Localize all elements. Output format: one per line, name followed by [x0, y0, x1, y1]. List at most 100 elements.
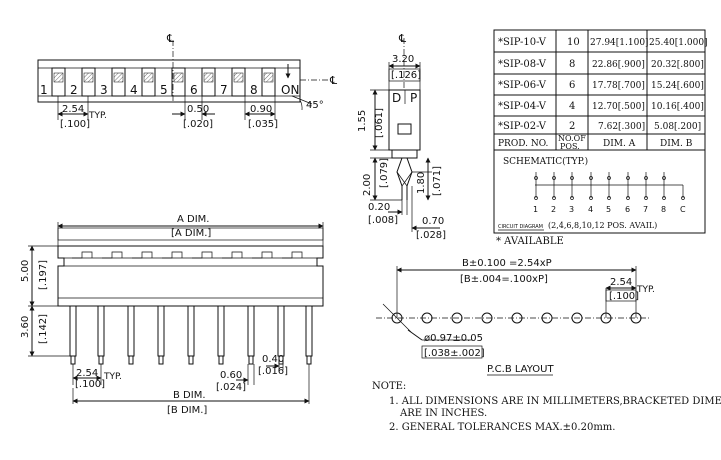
- available-note: * AVAILABLE: [496, 236, 564, 247]
- table-row-3-b: 10.16[.400]: [651, 102, 704, 112]
- slot-width-dim-in: [.020]: [183, 119, 213, 130]
- body-height-dim: 5.00: [20, 260, 31, 282]
- table-row-4-pos: 2: [569, 121, 575, 132]
- note-1-line-1: 1. ALL DIMENSIONS ARE IN MILLIMETERS,BRA…: [389, 396, 721, 407]
- side-thickness-1: 0.20: [368, 202, 390, 213]
- table-row-0-b: 25.40[1.000]: [649, 38, 708, 48]
- top-pitch-suffix: TYP.: [88, 111, 107, 121]
- schematic-title: SCHEMATIC(TYP.): [503, 156, 588, 167]
- b-dim-label-in: [B DIM.]: [167, 405, 207, 416]
- side-centerline-label: ℄: [398, 32, 406, 45]
- switch-number-6: 6: [190, 83, 198, 97]
- pcb-title: P.C.B LAYOUT: [487, 364, 554, 375]
- table-row-2-model: *SIP-06-V: [498, 80, 547, 91]
- side-thickness-2-in: [.028]: [416, 230, 446, 241]
- side-p-label: P: [410, 91, 417, 105]
- on-label: ON: [281, 83, 299, 97]
- front-pitch-dim: 2.54: [76, 368, 98, 379]
- pcb-pitch-dim: 2.54: [610, 277, 632, 288]
- slot-width-dim: 0.50: [187, 104, 209, 115]
- table-row-1-model: *SIP-08-V: [498, 59, 547, 70]
- pcb-hole-dim: ø0.97±0.05: [424, 333, 483, 344]
- table-row-3-a: 12.70[.500]: [592, 102, 645, 112]
- schematic-switches: [534, 172, 685, 200]
- pcb-hole-dim-in: [.038±.002]: [424, 348, 485, 359]
- switch-number-1: 1: [40, 83, 48, 97]
- a-dim-label-in: [A DIM.]: [171, 228, 211, 239]
- pcb-pitch-suffix: TYP.: [636, 285, 655, 295]
- table-row-1-b: 20.32[.800]: [651, 60, 704, 70]
- schematic-pin-4: 4: [588, 205, 593, 214]
- top-pitch-dim: 2.54: [62, 104, 84, 115]
- schematic-pin-3: 3: [569, 205, 574, 214]
- body-height-dim-in: [.197]: [38, 260, 49, 290]
- table-header-dim-a: DIM. A: [603, 139, 636, 149]
- circuit-note: (2,4,6,8,10,12 POS. AVAIL): [548, 221, 657, 230]
- switch-number-2: 2: [70, 83, 78, 97]
- table-row-2-b: 15.24[.600]: [651, 81, 704, 91]
- schematic-pin-8: 8: [661, 205, 666, 214]
- switch-number-4: 4: [130, 83, 138, 97]
- a-dim-label: A DIM.: [177, 214, 209, 225]
- front-view: A DIM. [A DIM.] 5.00 [.197] 3.60 [.142]: [20, 214, 324, 416]
- pcb-layout: B±0.100 =2.54xP [B±.004=.100xP] 2.54 TYP…: [376, 258, 655, 376]
- note-1-line-2: ARE IN INCHES.: [399, 408, 487, 419]
- b-dim-label: B DIM.: [173, 390, 206, 401]
- notes-heading: NOTE:: [372, 381, 406, 392]
- switch-slots: [51, 67, 276, 97]
- side-thickness-1-in: [.008]: [368, 215, 398, 226]
- pcb-b-formula-in: [B±.004=.100xP]: [460, 274, 548, 285]
- table-row-3-model: *SIP-04-V: [498, 101, 547, 112]
- note-2: 2. GENERAL TOLERANCES MAX.±0.20mm.: [389, 422, 615, 433]
- side-thickness-2: 0.70: [422, 216, 444, 227]
- table-row-3-pos: 4: [569, 101, 575, 112]
- side-height-1-in: [.061]: [374, 108, 385, 138]
- schematic-pin-7: 7: [643, 205, 648, 214]
- schematic-pin-6: 6: [625, 205, 630, 214]
- slot-length-dim: 0.90: [250, 104, 272, 115]
- table-row-4-a: 7.62[.300]: [598, 122, 645, 132]
- pin-thickness-dim-in: [.016]: [258, 366, 288, 377]
- schematic-pin-c: C: [680, 205, 686, 214]
- pcb-pitch-dim-in: [.100]: [609, 291, 639, 302]
- table-row-2-pos: 6: [569, 80, 575, 91]
- table-row-2-a: 17.78[.700]: [592, 81, 645, 91]
- switch-number-5: 5: [160, 83, 168, 97]
- table-row-4-model: *SIP-02-V: [498, 121, 547, 132]
- pin-thickness-dim: 0.40: [262, 354, 284, 365]
- circuit-diagram-label: CIRCUIT DIAGRAM: [498, 224, 543, 230]
- slot-length-dim-in: [.035]: [248, 119, 278, 130]
- top-view: ℄ 1 2 3 4 5 6 7 8 ON ℄ 45° 2.: [37, 32, 337, 130]
- switch-number-3: 3: [100, 83, 108, 97]
- front-pitch-dim-in: [.100]: [75, 379, 105, 390]
- switch-number-8: 8: [250, 83, 258, 97]
- pin-height-dim: 3.60: [20, 316, 31, 338]
- table-row-0-model: *SIP-10-V: [498, 37, 547, 48]
- pin-height-dim-in: [.142]: [38, 314, 49, 344]
- switch-number-7: 7: [220, 83, 228, 97]
- table-header-pos-1: NO.OF: [558, 134, 586, 143]
- pin-width-dim-in: [.024]: [216, 382, 246, 393]
- side-height-1: 1.55: [357, 110, 368, 132]
- table-header-dim-b: DIM. B: [660, 139, 693, 149]
- side-height-3: 1.80: [416, 172, 427, 194]
- front-pitch-suffix: TYP.: [103, 372, 122, 382]
- angle-label: 45°: [306, 100, 324, 111]
- top-view-centerline-right: ℄: [329, 74, 337, 87]
- side-height-2: 2.00: [362, 174, 373, 196]
- table-row-1-a: 22.86[.900]: [592, 60, 645, 70]
- side-view: ℄ 3.20 [.126] D P 1.55 [.061] 2.00 [.079…: [357, 32, 446, 241]
- table-header-model: PROD. NO.: [498, 139, 549, 149]
- schematic-pin-5: 5: [606, 205, 611, 214]
- dimension-table: *SIP-10-V 10 27.94[1.100] 25.40[1.000] *…: [493, 29, 708, 247]
- side-width-dim-in: [.126]: [391, 70, 421, 81]
- pin-width-dim: 0.60: [220, 370, 242, 381]
- notes: NOTE: 1. ALL DIMENSIONS ARE IN MILLIMETE…: [372, 381, 721, 433]
- pcb-holes: [391, 312, 642, 324]
- side-d-label: D: [392, 91, 401, 105]
- side-width-dim: 3.20: [392, 54, 414, 65]
- table-row-4-b: 5.08[.200]: [654, 122, 701, 132]
- table-row-0-a: 27.94[1.100]: [590, 38, 649, 48]
- table-row-0-pos: 10: [567, 37, 580, 48]
